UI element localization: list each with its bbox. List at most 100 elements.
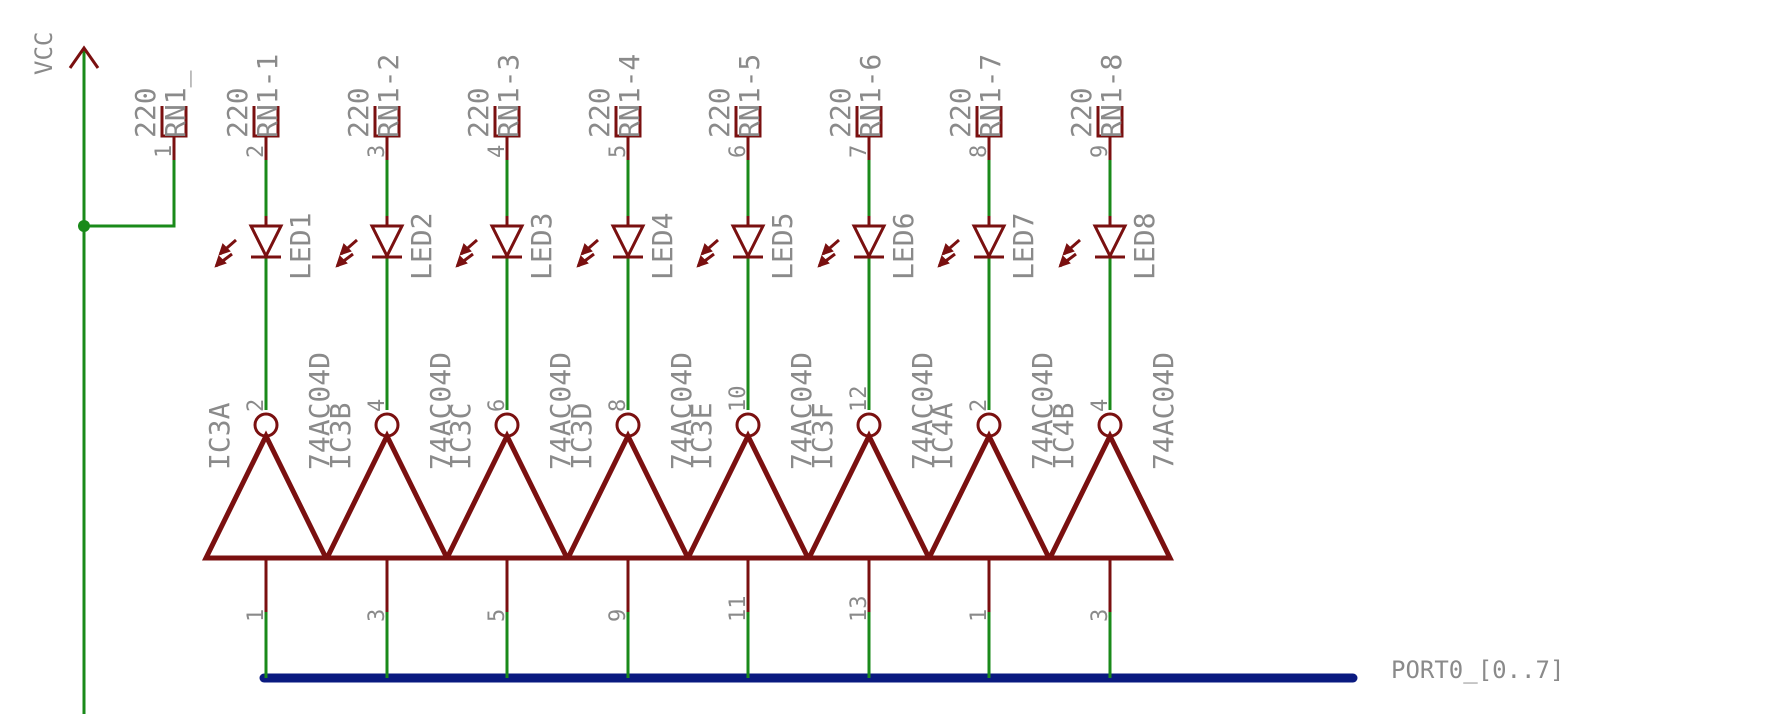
led-emission-arrowhead (459, 243, 472, 256)
resistor-pin: 2 (244, 145, 269, 158)
resistor-ref: RN1-3 (492, 54, 525, 138)
led-emission-arrowhead (700, 243, 713, 256)
gate-input-pin: 1 (244, 609, 269, 622)
resistor-pin: 7 (847, 145, 872, 158)
bus-label: PORT0_[0..7] (1391, 656, 1564, 684)
gate-input-pin: 1 (967, 609, 992, 622)
gate-part: 74AC04D (1026, 352, 1059, 470)
gate-output-pin: 4 (1088, 399, 1113, 412)
resistor-pin: 9 (1088, 145, 1113, 158)
resistor-ref: RN1-5 (733, 54, 766, 138)
inverter-gate-symbol (442, 430, 572, 561)
inverter-gate-symbol (683, 430, 813, 561)
rn1-first-pin: 1 (152, 145, 177, 158)
led-diode-symbol (1092, 224, 1128, 260)
led-label: LED5 (766, 213, 799, 280)
gate-output-pin: 2 (967, 399, 992, 412)
led-emission-arrowhead (218, 243, 231, 256)
gate-output-pin: 6 (485, 399, 510, 412)
led-emission-arrowhead (214, 255, 227, 268)
led-emission-arrowhead (1062, 243, 1075, 256)
led-diode-symbol (730, 224, 766, 260)
resistor-value: 220 (221, 87, 254, 138)
rn1-first-ref: RN1_ (159, 70, 193, 138)
gate-output-pin: 4 (365, 399, 390, 412)
resistor-pin: 5 (606, 145, 631, 158)
gate-ref: IC3D (565, 403, 598, 470)
gate-ref: IC3A (203, 402, 236, 470)
resistor-ref: RN1-6 (854, 54, 887, 138)
led-diode-symbol (851, 224, 887, 260)
resistor-value: 220 (824, 87, 857, 138)
led-emission-arrowhead (335, 255, 348, 268)
led-label: LED8 (1128, 213, 1161, 280)
gate-ref: IC3B (324, 403, 357, 470)
gate-part: 74AC04D (544, 352, 577, 470)
inverter-gate-symbol (563, 430, 693, 561)
vcc-branch-wire (84, 138, 176, 228)
gate-input-pin: 5 (485, 609, 510, 622)
gate-output-pin: 2 (244, 399, 269, 412)
gate-part: 74AC04D (1147, 352, 1180, 470)
led-emission-arrowhead (455, 255, 468, 268)
led-label: LED6 (887, 213, 920, 280)
resistor-pin: 6 (726, 145, 751, 158)
led-diode-symbol (489, 224, 525, 260)
gate-output-pin: 10 (726, 386, 751, 413)
resistor-ref: RN1-2 (372, 54, 405, 138)
resistor-value: 220 (462, 87, 495, 138)
gate-input-pin: 3 (1088, 609, 1113, 622)
resistor-ref: RN1-1 (251, 54, 284, 138)
led-emission-arrowhead (696, 255, 709, 268)
gate-ref: IC4A (926, 402, 959, 470)
resistor-ref: RN1-8 (1095, 54, 1128, 138)
inverter-gate-symbol (804, 430, 934, 561)
gate-ref: IC4B (1047, 403, 1080, 470)
led-label: LED3 (525, 213, 558, 280)
gate-ref: IC3E (685, 403, 718, 470)
inverter-gate-symbol (924, 430, 1054, 561)
led-emission-arrowhead (339, 243, 352, 256)
led-diode-symbol (369, 224, 405, 260)
gate-part: 74AC04D (424, 352, 457, 470)
led-label: LED2 (405, 213, 438, 280)
gate-part: 74AC04D (303, 352, 336, 470)
resistor-ref: RN1-4 (613, 54, 646, 138)
led-label: LED4 (646, 213, 679, 280)
led-diode-symbol (610, 224, 646, 260)
led-emission-arrowhead (576, 255, 589, 268)
gate-ref: IC3F (806, 403, 839, 470)
inverter-gate-symbol (322, 430, 452, 561)
gate-input-pin: 9 (606, 609, 631, 622)
inverter-gate-symbol (1045, 430, 1175, 561)
inverter-gate-symbol (201, 430, 331, 561)
led-emission-arrowhead (580, 243, 593, 256)
vcc-label: VCC (30, 32, 58, 75)
led-label: LED1 (284, 213, 317, 280)
gate-output-pin: 8 (606, 399, 631, 412)
led-diode-symbol (971, 224, 1007, 260)
gate-input-pin: 3 (365, 609, 390, 622)
led-label: LED7 (1007, 213, 1040, 280)
resistor-value: 220 (583, 87, 616, 138)
gate-part: 74AC04D (906, 352, 939, 470)
resistor-pin: 8 (967, 145, 992, 158)
resistor-value: 220 (1065, 87, 1098, 138)
vcc-arrow-symbol (68, 45, 100, 69)
led-emission-arrowhead (1058, 255, 1071, 268)
gate-input-pin: 13 (847, 596, 872, 623)
gate-part: 74AC04D (665, 352, 698, 470)
gate-part: 74AC04D (785, 352, 818, 470)
rn1-first-value: 220 (129, 87, 162, 138)
led-emission-arrowhead (941, 243, 954, 256)
resistor-pin: 4 (485, 145, 510, 158)
led-emission-arrowhead (937, 255, 950, 268)
resistor-value: 220 (342, 87, 375, 138)
